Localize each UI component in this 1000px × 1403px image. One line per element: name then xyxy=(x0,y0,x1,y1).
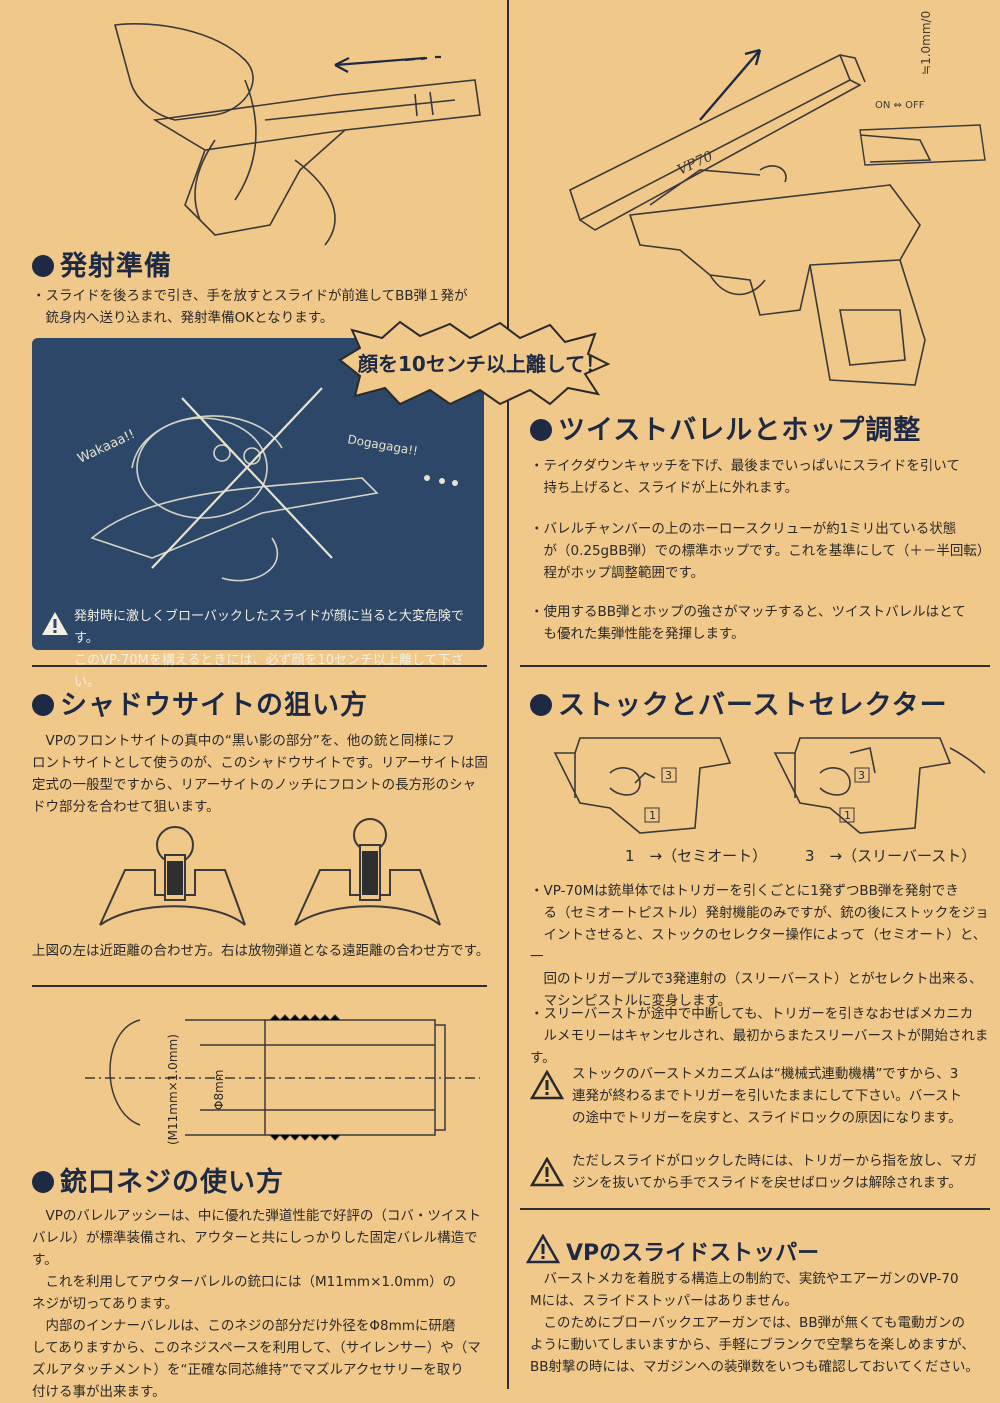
column-divider xyxy=(507,0,509,1389)
bullet-dot-icon xyxy=(32,1171,54,1193)
warning-starburst xyxy=(338,320,610,406)
burst-mark-1-right: 1 xyxy=(844,809,851,822)
hand-slide-illustration xyxy=(113,22,481,246)
muzzle-text: VPのバレルアッシーは、中に優れた弾道性能で好評の（コバ・ツイスト バレル）が標… xyxy=(32,1208,481,1400)
burst-mark-3-left: 3 xyxy=(665,769,672,782)
burst-selector-diagram: 3 1 3 1 xyxy=(553,737,986,834)
shadow-sight-heading: シャドウサイトの狙い方 xyxy=(32,683,368,722)
bullet-dot-icon xyxy=(32,694,54,716)
face-warning-text: 発射時に激しくブローバックしたスライドが顔に当ると大変危険です。 このVP-70… xyxy=(74,609,464,690)
sfx-wakaaa: Wakaaa!! xyxy=(75,427,137,467)
warning-starburst-text: 顔を10センチ以上離して！ xyxy=(358,352,606,376)
section-divider-left-2 xyxy=(32,985,487,987)
shadow-sight-caption: 上図の左は近距離の合わせ方。右は放物弾道となる遠距離の合わせ方です。 xyxy=(32,943,490,959)
bullet-dot-icon xyxy=(530,694,552,716)
warning-triangle-icon xyxy=(42,612,68,635)
firing-prep-heading: 発射準備 xyxy=(32,244,172,283)
section-divider-right-1 xyxy=(520,665,990,667)
firing-prep-text: ・スライドを後ろまで引き、手を放すとスライドが前進してBB弾１発が 銃身内へ送り… xyxy=(32,288,468,326)
hop-measure-label: ≒1.0mm/0.25g xyxy=(919,10,933,75)
burst-warning-1: ストックのバーストメカニズムは“機械式連動機構”ですから、3 連発が終わるまでト… xyxy=(572,1066,963,1126)
stock-burst-para-2: ・スリーバーストが途中で中断しても、トリガーを引きなおせばメカニカ ルメモリーは… xyxy=(530,1006,989,1066)
bullet-dot-icon xyxy=(530,419,552,441)
twist-barrel-para-1: ・テイクダウンキャッチを下げ、最後までいっぱいにスライドを引いて 持ち上げると、… xyxy=(530,458,960,496)
warning-triangle-icon xyxy=(530,1070,564,1100)
warning-triangle-icon xyxy=(530,1157,564,1187)
sfx-dogagaga: Dogagaga!! xyxy=(346,432,418,458)
slide-removal-illustration: ≒1.0mm/0.25g ON ⇔ OFF VP70 xyxy=(569,10,986,386)
three-burst-label: 3 →（スリーバースト） xyxy=(805,847,977,865)
burst-mark-3-right: 3 xyxy=(858,769,865,782)
muzzle-thread-diagram: (M11mm×1.0mm) Φ8mm xyxy=(85,1014,480,1145)
twist-barrel-para-3: ・使用するBB弾とホップの強さがマッチすると、ツイストバレルはとて も優れた集弾… xyxy=(530,604,966,642)
slide-stopper-text: バーストメカを着脱する構造上の制約で、実銃やエアーガンのVP-70 Mには、スラ… xyxy=(530,1271,979,1375)
muzzle-heading: 銃口ネジの使い方 xyxy=(32,1160,284,1199)
twist-barrel-heading: ツイストバレルとホップ調整 xyxy=(530,408,921,447)
section-divider-left-1 xyxy=(32,665,487,667)
sight-alignment-diagram xyxy=(99,818,441,926)
slide-stopper-heading: VPのスライドストッパー xyxy=(566,1241,820,1266)
burst-mark-1-left: 1 xyxy=(649,809,656,822)
semi-auto-label: 1 →（セミオート） xyxy=(625,847,768,865)
burst-warning-2: ただしスライドがロックした時には、トリガーから指を放し、マガ ジンを抜いてから手… xyxy=(572,1153,977,1191)
stock-burst-para-1: ・VP-70Mは銃単体ではトリガーを引くごとに1発ずつBB弾を発射でき る（セミ… xyxy=(530,883,989,1009)
on-off-label: ON ⇔ OFF xyxy=(875,100,925,111)
shadow-sight-text: VPのフロントサイトの真中の“黒い影の部分”を、他の銃と同様にフ ロントサイトと… xyxy=(32,733,488,815)
blowback-illustration: Wakaaa!! Dogagaga!! xyxy=(75,387,458,582)
stock-burst-heading: ストックとバーストセレクター xyxy=(530,683,948,722)
inner-diameter-label: Φ8mm xyxy=(212,1070,226,1110)
thread-dimension-label: (M11mm×1.0mm) xyxy=(166,1034,180,1145)
warning-triangle-icon xyxy=(526,1234,560,1264)
section-divider-right-2 xyxy=(520,1208,990,1210)
twist-barrel-para-2: ・バレルチャンバーの上のホーロースクリューが約1ミリ出ている状態 が（0.25g… xyxy=(530,521,991,581)
bullet-dot-icon xyxy=(32,255,54,277)
